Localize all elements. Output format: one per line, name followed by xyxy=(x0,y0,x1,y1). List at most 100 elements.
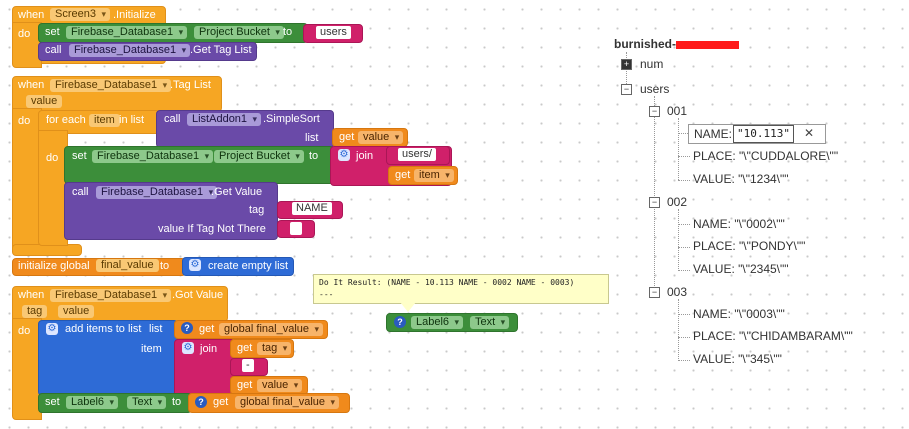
help-icon[interactable]: ? xyxy=(195,396,207,408)
tag-list-component-dropdown[interactable]: Firebase_Database1 xyxy=(50,79,172,92)
call-method-label: .Get Tag List xyxy=(190,44,252,56)
tree-line xyxy=(626,52,627,88)
redaction-mark xyxy=(676,41,739,49)
name-edit-input[interactable]: "10.113" xyxy=(733,125,794,143)
got-value-event-name: .Got Value xyxy=(172,289,224,301)
set-label: set xyxy=(45,396,60,408)
value-param[interactable]: value xyxy=(26,95,63,108)
join-label: join xyxy=(200,343,218,355)
name-row-002[interactable]: NAME: "\"0002\"" xyxy=(693,217,785,231)
label6-component-dropdown[interactable]: Label6 xyxy=(411,316,464,329)
global-var-dropdown[interactable]: global final_value xyxy=(219,323,324,336)
place-row-001[interactable]: PLACE: "\"CUDDALORE\"" xyxy=(693,149,839,163)
do-it-result-dashes: --- xyxy=(319,290,334,299)
to-label: to xyxy=(283,26,293,38)
tree-line xyxy=(678,180,690,181)
tree-node-users[interactable]: users xyxy=(640,82,670,96)
tag-label: tag xyxy=(249,204,265,216)
tree-node-003[interactable]: 003 xyxy=(667,285,688,299)
name-key: NAME: xyxy=(694,127,733,141)
users-string-value[interactable]: users xyxy=(316,26,351,39)
event-name-label: .Initialize xyxy=(113,9,156,21)
get-item-dropdown[interactable]: item xyxy=(414,169,454,182)
get-value-component-dropdown[interactable]: Firebase_Database1 xyxy=(96,186,218,199)
get-label: get xyxy=(395,169,411,181)
place-row-003[interactable]: PLACE: "\"CHIDAMBARAM\"" xyxy=(693,329,853,343)
tree-node-002[interactable]: 002 xyxy=(667,195,688,209)
text-property-dropdown[interactable]: Text xyxy=(127,396,167,409)
value-row-001[interactable]: VALUE: "\"1234\"" xyxy=(693,172,789,186)
got-value-component-dropdown[interactable]: Firebase_Database1 xyxy=(50,289,172,302)
empty-string[interactable] xyxy=(290,222,302,235)
gear-icon[interactable]: ⚙ xyxy=(46,323,58,335)
get-label: get xyxy=(237,379,253,391)
tree-node-num[interactable]: num xyxy=(640,57,664,71)
help-icon[interactable]: ? xyxy=(394,316,406,328)
global-var-name[interactable]: final_value xyxy=(96,259,159,272)
tree-line xyxy=(678,118,679,180)
value-if-tag-not-there-label: value If Tag Not There xyxy=(158,223,266,235)
in-list-label: in list xyxy=(119,114,145,126)
users-slash-string[interactable]: users/ xyxy=(398,148,436,161)
for-each-label: for each xyxy=(46,114,86,126)
gear-icon[interactable]: ⚙ xyxy=(338,149,350,161)
tree-node-001[interactable]: 001 xyxy=(667,104,688,118)
get-label: get xyxy=(339,131,355,143)
gear-icon[interactable]: ⚙ xyxy=(189,259,201,271)
tree-line xyxy=(678,337,690,338)
call-component-dropdown[interactable]: Firebase_Database1 xyxy=(69,44,191,57)
gear-icon[interactable]: ⚙ xyxy=(182,342,194,354)
call-label: call xyxy=(164,113,181,125)
name-string[interactable]: NAME xyxy=(292,202,332,215)
help-icon[interactable]: ? xyxy=(181,322,193,334)
event-when-label: when xyxy=(18,9,45,21)
collapse-icon[interactable]: − xyxy=(649,197,660,208)
tree-line xyxy=(678,156,690,157)
get-value-dropdown[interactable]: value xyxy=(257,379,303,392)
set-property-dropdown[interactable]: Project Bucket xyxy=(194,26,284,39)
place-row-002[interactable]: PLACE: "\"PONDY\"" xyxy=(693,239,806,253)
value-param[interactable]: value xyxy=(58,305,95,318)
get-value-dropdown[interactable]: value xyxy=(358,131,404,144)
tree-line xyxy=(678,224,690,225)
add-items-to-list-block[interactable] xyxy=(38,320,178,396)
tree-root-label[interactable]: burnished- xyxy=(614,37,676,51)
value-row-002[interactable]: VALUE: "\"2345\"" xyxy=(693,262,789,276)
text-property-dropdown[interactable]: Text xyxy=(470,316,510,329)
collapse-icon[interactable]: − xyxy=(649,287,660,298)
call-label: call xyxy=(72,186,89,198)
tag-param[interactable]: tag xyxy=(22,305,48,318)
dash-string[interactable]: - xyxy=(242,359,254,372)
do-it-result-text: Do It Result: (NAME - 10.113 NAME - 0002… xyxy=(319,278,575,287)
list-label: list xyxy=(149,323,163,335)
sort-component-dropdown[interactable]: ListAddon1 xyxy=(187,113,262,126)
tree-line xyxy=(678,314,690,315)
item-var[interactable]: item xyxy=(89,114,120,127)
name-row-003[interactable]: NAME: "\"0003\"" xyxy=(693,307,785,321)
set-component-dropdown[interactable]: Firebase_Database1 xyxy=(92,150,214,163)
got-value-do-bar xyxy=(12,318,42,420)
sort-method-label: .SimpleSort xyxy=(263,113,320,125)
list-label: list xyxy=(305,132,319,144)
set-property-dropdown[interactable]: Project Bucket xyxy=(214,150,304,163)
collapse-icon[interactable]: − xyxy=(621,84,632,95)
set-component-dropdown[interactable]: Firebase_Database1 xyxy=(66,26,188,39)
expand-icon[interactable]: + xyxy=(621,59,632,70)
get-tag-dropdown[interactable]: tag xyxy=(257,342,292,355)
get-label: get xyxy=(237,342,253,354)
close-icon[interactable]: ✕ xyxy=(804,126,815,140)
to-label: to xyxy=(172,396,182,408)
call-label: call xyxy=(45,44,62,56)
collapse-icon[interactable]: − xyxy=(649,106,660,117)
tree-line xyxy=(678,133,690,134)
do-it-pointer xyxy=(400,302,416,312)
tree-line xyxy=(678,299,679,361)
get-label: get xyxy=(213,396,229,408)
global-var-dropdown[interactable]: global final_value xyxy=(235,396,340,409)
screen-component-dropdown[interactable]: Screen3 xyxy=(50,8,110,21)
label6-component-dropdown[interactable]: Label6 xyxy=(66,396,119,409)
value-row-003[interactable]: VALUE: "\"345\"" xyxy=(693,352,782,366)
create-empty-list-block[interactable] xyxy=(182,257,294,276)
set-label: set xyxy=(72,150,87,162)
